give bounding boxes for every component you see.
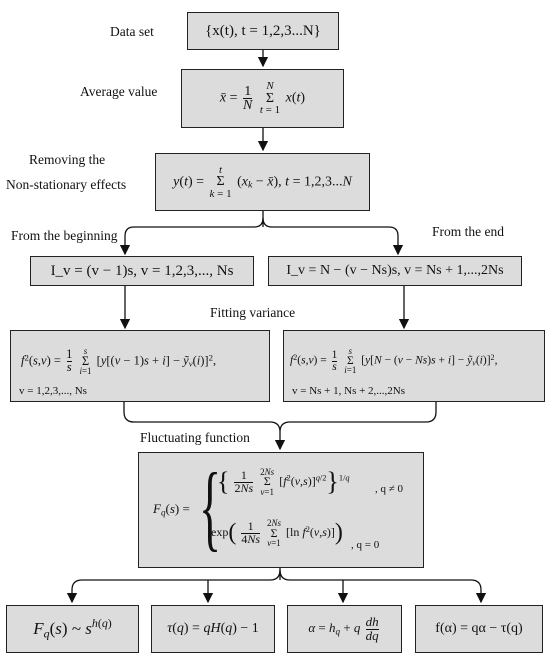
brace-split <box>124 217 399 250</box>
formula-fluct-lhs: Fq(s) = <box>153 501 190 518</box>
data-set-box: {x(t), t = 1,2,3...N} <box>187 12 339 50</box>
formula-result-tau: τ(q) = qH(q) − 1 <box>167 621 259 636</box>
label-fitting-variance: Fitting variance <box>210 305 296 320</box>
condition-variance-begin: v = 1,2,3,..., Ns <box>19 385 87 397</box>
label-average-value: Average value <box>80 84 158 99</box>
label-data-set: Data set <box>110 24 154 39</box>
label-from-beginning: From the beginning <box>11 228 118 243</box>
brace-merge <box>123 411 437 433</box>
formula-result-spectrum: f(α) = qα − τ(q) <box>435 621 523 636</box>
label-from-end: From the end <box>432 224 504 239</box>
brace-icon: { <box>199 452 222 560</box>
condition-variance-end: v = Ns + 1, Ns + 2,...,2Ns <box>292 385 406 397</box>
condition-fluct-case2: , q = 0 <box>351 539 380 551</box>
segment-begin-box: I_v = (v − 1)s, v = 1,2,3,..., Ns <box>30 256 254 286</box>
formula-segment-end: I_v = N − (v − Ns)s, v = Ns + 1,...,2Ns <box>286 263 504 278</box>
segment-end-box: I_v = N − (v − Ns)s, v = Ns + 1,...,2Ns <box>268 256 522 286</box>
result-box-scaling: Fq(s) ~ sh(q) <box>6 605 139 653</box>
formula-segment-begin: I_v = (v − 1)s, v = 1,2,3,..., Ns <box>50 262 234 279</box>
brace-results <box>71 569 482 598</box>
result-box-tau: τ(q) = qH(q) − 1 <box>151 605 275 653</box>
label-fluctuating-function: Fluctuating function <box>140 430 250 445</box>
formula-data-set: {x(t), t = 1,2,3...N} <box>205 22 321 39</box>
result-box-spectrum: f(α) = qα − τ(q) <box>415 605 543 653</box>
label-removing-line2: Non-stationary effects <box>6 177 127 192</box>
formula-result-scaling: Fq(s) ~ sh(q) <box>33 616 112 641</box>
label-removing-line1: Removing the <box>29 152 106 167</box>
condition-fluct-case1: , q ≠ 0 <box>375 483 404 495</box>
